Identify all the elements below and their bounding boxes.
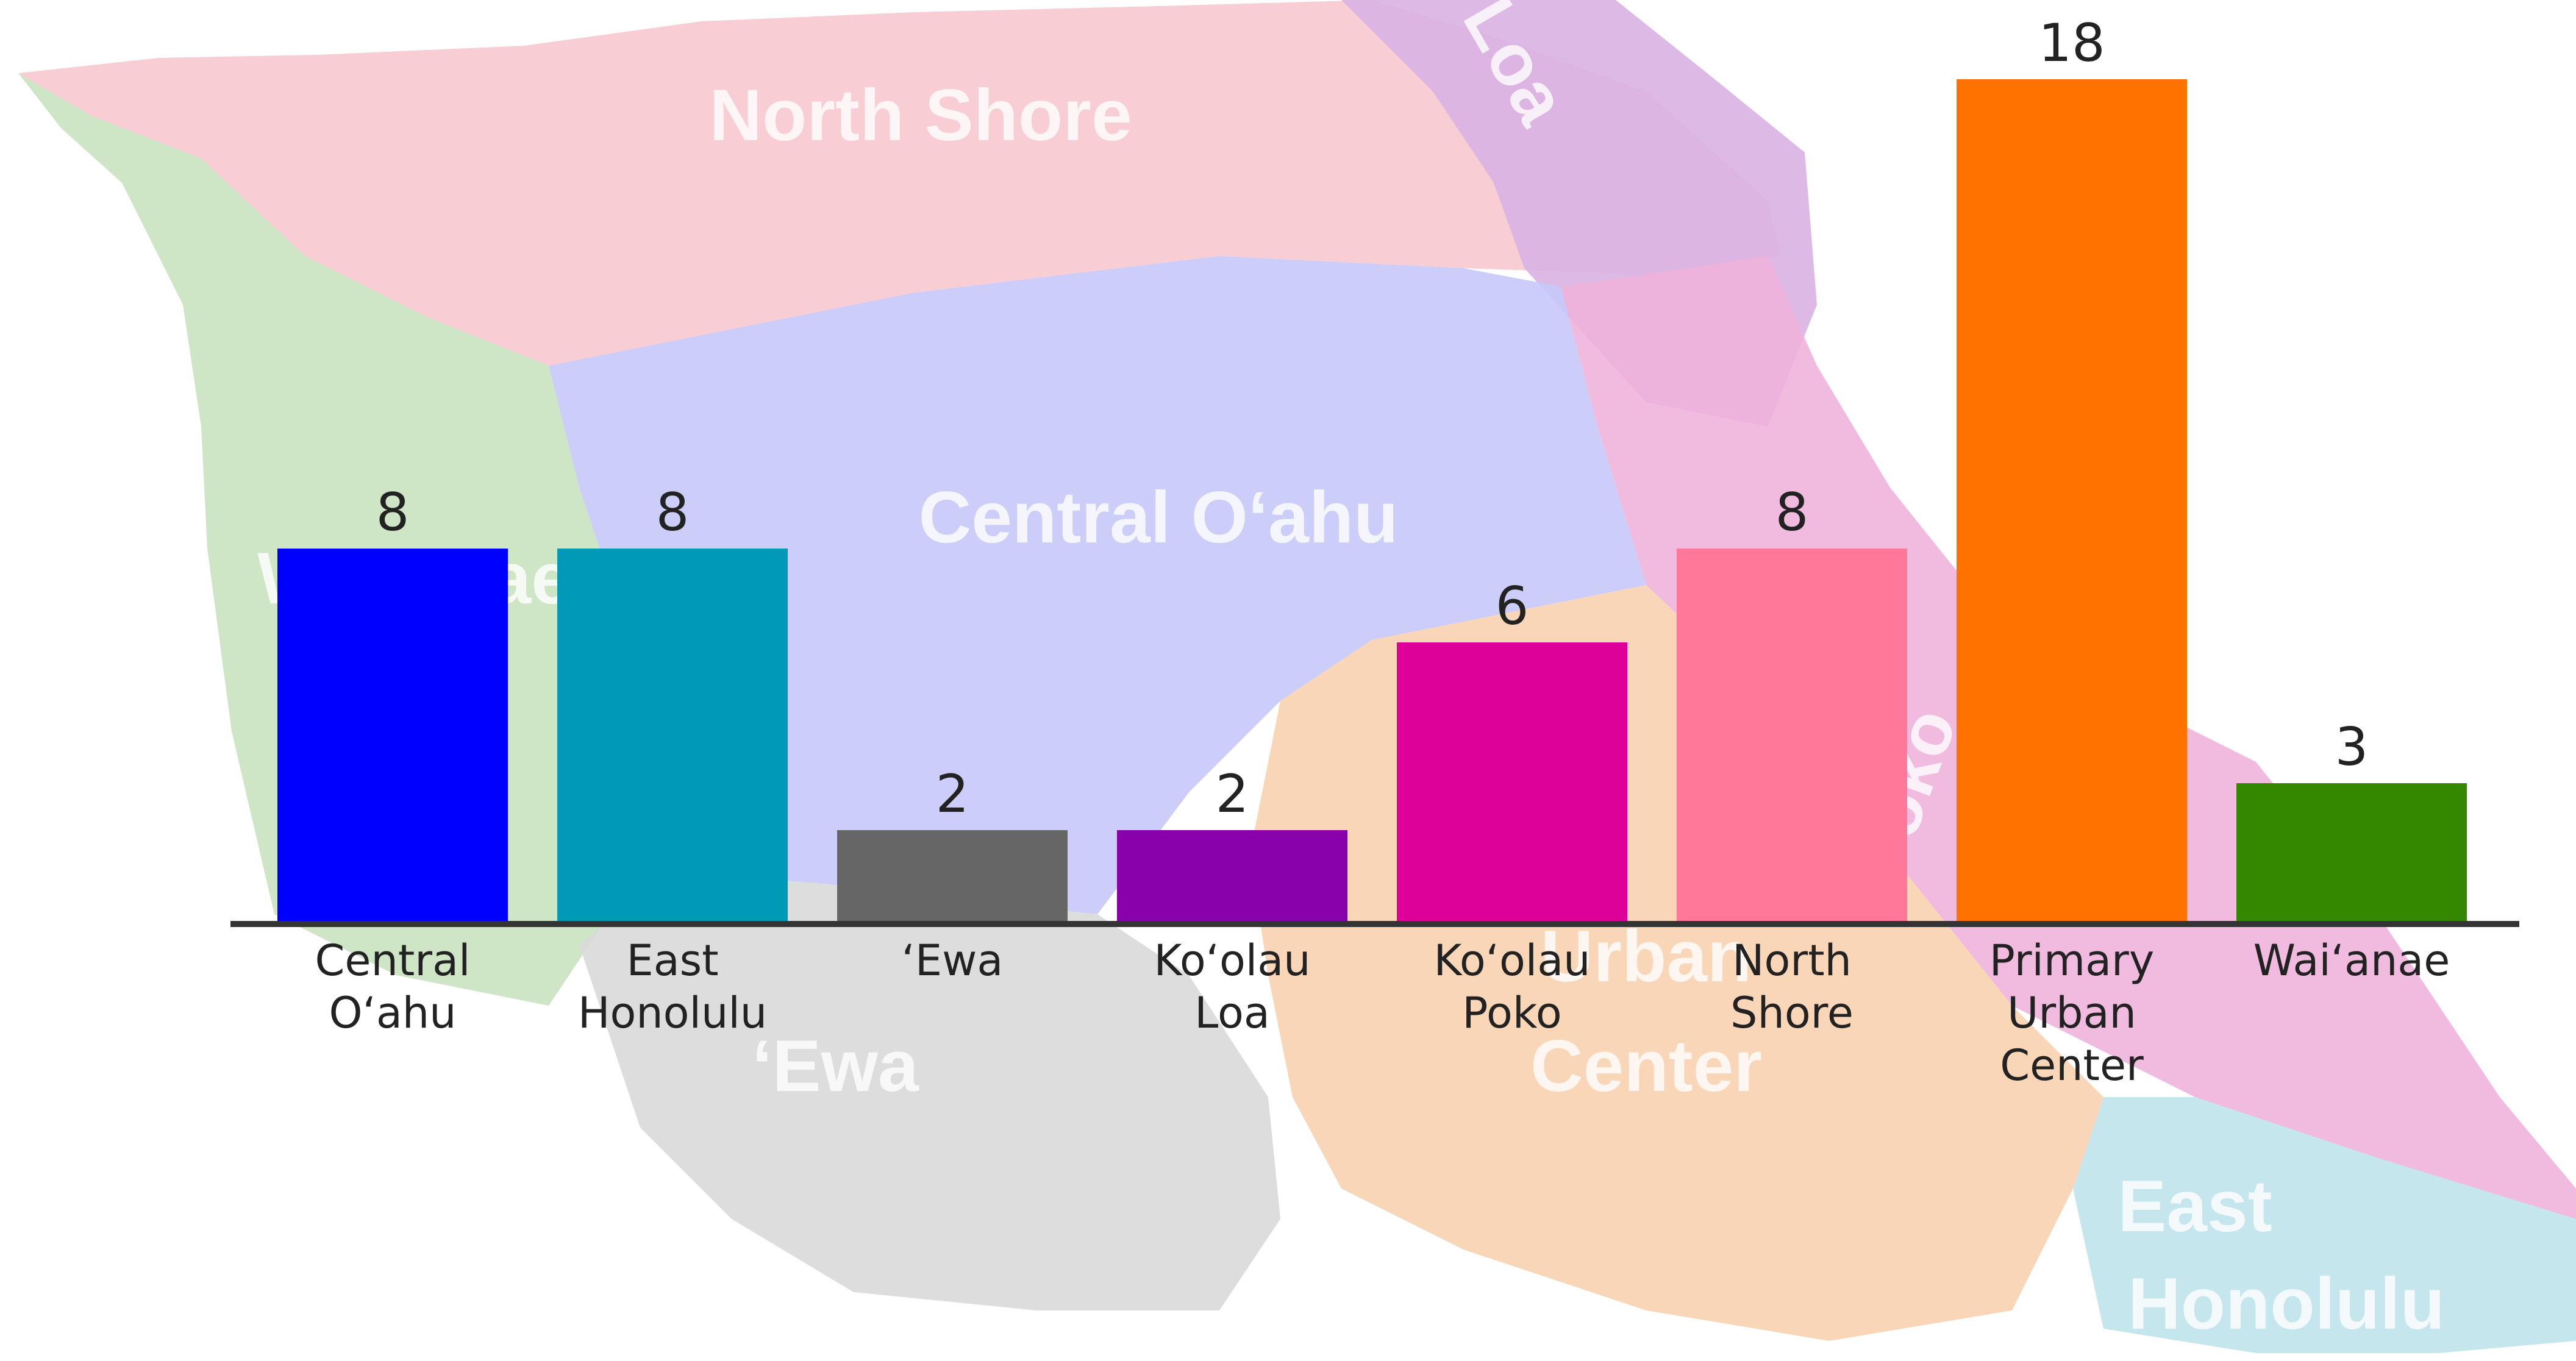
category-label-north-shore: Shore xyxy=(1730,988,1854,1038)
category-label-east-honolulu: East xyxy=(626,936,718,986)
category-label-ko-olau-loa: Koʻolau xyxy=(1154,936,1310,986)
map-region-east-honolulu xyxy=(2073,1097,2576,1353)
category-label-primary-urban-center: Center xyxy=(2000,1040,2144,1090)
bar-ewa xyxy=(837,830,1068,924)
bar-ko-olau-loa xyxy=(1117,830,1347,924)
category-label-ko-olau-loa: Loa xyxy=(1194,988,1270,1038)
value-label-north-shore: 8 xyxy=(1775,482,1809,543)
category-label-ko-olau-poko: Poko xyxy=(1462,988,1561,1038)
value-label-ewa: 2 xyxy=(936,764,969,825)
map-label-primary-urban-center: Center xyxy=(1530,1025,1762,1107)
value-label-ko-olau-loa: 2 xyxy=(1216,764,1249,825)
map-label-east-honolulu: Honolulu xyxy=(2128,1263,2445,1345)
map-label-primary-urban-center: Urban xyxy=(1541,915,1752,997)
category-label-ko-olau-poko: Koʻolau xyxy=(1433,936,1590,986)
bar-east-honolulu xyxy=(557,549,788,924)
category-label-primary-urban-center: Urban xyxy=(2007,988,2136,1038)
map-label-central-oahu: Central Oʻahu xyxy=(919,477,1399,558)
value-label-east-honolulu: 8 xyxy=(656,482,690,543)
category-label-primary-urban-center: Primary xyxy=(1989,936,2155,986)
category-label-east-honolulu: Honolulu xyxy=(578,988,767,1038)
bar-primary-urban-center xyxy=(1957,79,2187,924)
map-label-ewa: ʻEwa xyxy=(752,1025,919,1107)
category-label-central-o-ahu: Oʻahu xyxy=(329,988,457,1038)
data-labels: 8 8 2 2 6 8 18 3 xyxy=(376,13,2369,825)
map-region-ewa xyxy=(579,872,1280,1310)
value-label-primary-urban-center: 18 xyxy=(2038,13,2105,74)
bar-north-shore xyxy=(1677,549,1907,924)
category-label-central-o-ahu: Central xyxy=(315,936,471,986)
category-label-north-shore: North xyxy=(1732,936,1852,986)
category-label-ewa: ʻEwa xyxy=(902,936,1004,986)
category-label-wai-anae: Waiʻanae xyxy=(2253,936,2450,986)
bars xyxy=(277,79,2467,924)
bar-ko-olau-poko xyxy=(1397,642,1627,924)
bar-central-o-ahu xyxy=(277,549,508,924)
value-label-central-o-ahu: 8 xyxy=(376,482,410,543)
map-label-east-honolulu: East xyxy=(2118,1165,2272,1247)
value-label-wai-anae: 3 xyxy=(2335,717,2369,778)
value-label-ko-olau-poko: 6 xyxy=(1496,576,1529,637)
map-region-central-oahu xyxy=(549,256,1646,914)
bar-wai-anae xyxy=(2236,783,2467,924)
map-region-north-shore xyxy=(18,0,1780,366)
map-label-north-shore: North Shore xyxy=(709,74,1132,156)
